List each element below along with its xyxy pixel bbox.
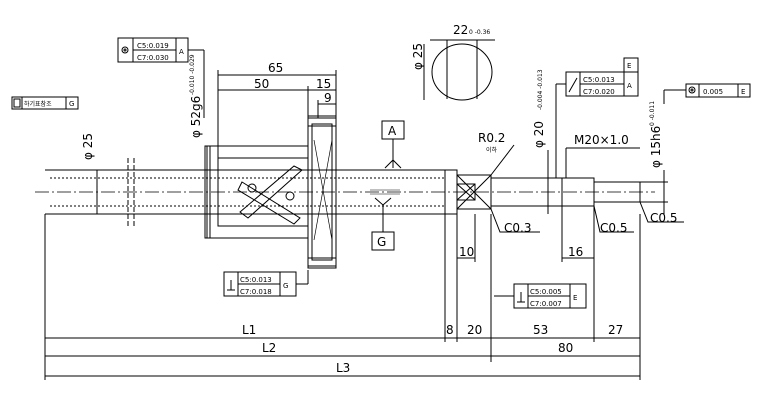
- runout-right-c7: C7:0.020: [583, 88, 615, 96]
- bearing-dia-tol: -0.004 -0.013: [537, 69, 544, 110]
- shaft-dia: φ 25: [81, 133, 95, 160]
- chamfer-03: C0.3: [504, 221, 531, 235]
- dim-20: 20: [467, 323, 482, 337]
- perp-right-c7: C7:0.007: [530, 300, 562, 308]
- dim-27: 27: [608, 323, 623, 337]
- thread: M20×1.0: [574, 133, 629, 147]
- flange-runout-c7: C7:0.030: [137, 54, 169, 62]
- radius-note: 이하: [486, 146, 498, 154]
- dim-9: 9: [324, 91, 332, 105]
- dim-15: 15: [316, 77, 331, 91]
- dim-65: 65: [268, 61, 283, 75]
- radius-value: R0.2: [478, 131, 505, 145]
- bearing-dia: φ 20: [532, 121, 546, 148]
- concentricity-box: [663, 83, 751, 104]
- concentricity-datum: E: [741, 88, 745, 96]
- dim-10: 10: [459, 245, 474, 259]
- angle-tol: 0 -0.36: [469, 29, 490, 36]
- angle-value: 22: [453, 23, 468, 37]
- end-dia: φ 15h6: [649, 126, 663, 168]
- bottom-dims: [44, 214, 641, 380]
- perp-right-datum: E: [573, 294, 577, 302]
- screw-shaft: [35, 158, 655, 228]
- perp-left-datum: G: [283, 282, 288, 290]
- dim-16: 16: [568, 245, 583, 259]
- flange-runout-datum: A: [179, 48, 184, 56]
- perp-left-box: [223, 270, 309, 297]
- runout-right-datum: A: [627, 82, 632, 90]
- concentricity-value: 0.005: [703, 88, 723, 96]
- flange-runout-c5: C5:0.019: [137, 42, 169, 50]
- small-dims: [456, 206, 595, 262]
- runout-right-tag: E: [627, 62, 631, 70]
- nut-dia: φ 52g6: [189, 96, 203, 138]
- end-dia-tol: 0 -0.011: [649, 101, 656, 126]
- radius-leader: [490, 144, 515, 176]
- dim-L1: L1: [242, 323, 256, 337]
- dim-8: 8: [446, 323, 454, 337]
- runout-right-box: [555, 57, 639, 178]
- dim-53: 53: [533, 323, 548, 337]
- dim-50: 50: [254, 77, 269, 91]
- runout-right-c5: C5:0.013: [583, 76, 615, 84]
- perp-right-box: [494, 283, 587, 309]
- datum-g: G: [377, 235, 386, 249]
- flatness-box: [11, 96, 79, 110]
- dim-80: 80: [558, 341, 573, 355]
- chamfer-05b: C0.5: [650, 211, 677, 225]
- flatness-label: 하기표참조: [24, 100, 52, 108]
- chamfer-05b-leader: [639, 201, 684, 223]
- flatness-datum: G: [69, 100, 74, 108]
- section-dia: φ 25: [411, 43, 425, 70]
- section-view: [423, 39, 495, 101]
- datum-a: A: [388, 124, 397, 138]
- flange-runout-box: [117, 37, 205, 118]
- perp-left-c5: C5:0.013: [240, 276, 272, 284]
- perp-left-c7: C7:0.018: [240, 288, 272, 296]
- dim-L3: L3: [336, 361, 350, 375]
- chamfer-03-leader: [490, 208, 540, 233]
- ball-nut: [204, 115, 337, 269]
- dim-L2: L2: [262, 341, 276, 355]
- datum-markers: [370, 120, 405, 251]
- nut-dia-tol: -0.010 -0.029: [189, 54, 196, 95]
- perp-right-c5: C5:0.005: [530, 288, 562, 296]
- nut-dims: [206, 70, 337, 238]
- chamfer-05a-leader: [593, 205, 634, 233]
- chamfer-05a: C0.5: [600, 221, 627, 235]
